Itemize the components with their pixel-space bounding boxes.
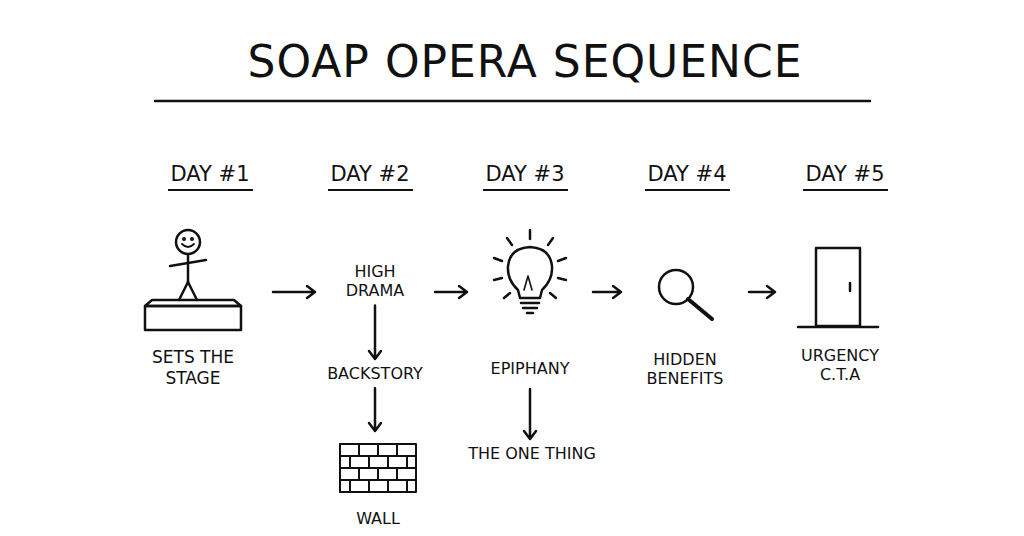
text-node: THE ONE THING (457, 444, 607, 463)
day-label: DAY #3 (483, 162, 568, 191)
text-node: HIDDEN BENEFITS (626, 250, 744, 392)
stage-platform (145, 300, 241, 330)
node-text: WALL (356, 509, 400, 528)
magnifier (659, 270, 712, 319)
arrow-connector (524, 389, 536, 439)
title: SOAP OPERA SEQUENCE (247, 36, 802, 87)
arrow-connector (369, 305, 381, 359)
node-text: URGENCY C.T.A (790, 346, 890, 384)
arrow-line (435, 286, 467, 298)
arrow-connector (749, 286, 775, 298)
text-node: BACKSTORY (315, 364, 435, 383)
arrow-line (369, 388, 381, 431)
text-node: SETS THE STAGE (118, 222, 268, 392)
lightbulb (494, 230, 566, 313)
day-label: DAY #2 (328, 162, 413, 191)
arrow-line (273, 286, 315, 298)
arrow-line (593, 286, 621, 298)
arrow-connector (369, 388, 381, 431)
day-label: DAY #4 (645, 162, 730, 191)
text-node: URGENCY C.T.A (780, 236, 900, 388)
arrow-connector (273, 286, 315, 298)
node-text: HIDDEN BENEFITS (635, 350, 735, 388)
brick-wall (340, 444, 416, 492)
arrow-line (524, 389, 536, 439)
node-text: BACKSTORY (327, 364, 423, 383)
text-node: EPIPHANY (472, 226, 588, 384)
arrow-connector (435, 286, 467, 298)
title-underline (155, 100, 870, 103)
node-text: EPIPHANY (491, 359, 570, 378)
node-text: SETS THE STAGE (143, 347, 243, 388)
arrow-connector (593, 286, 621, 298)
day-label: DAY #1 (168, 162, 253, 191)
door (798, 248, 878, 327)
text-node: HIGH DRAMA (320, 262, 430, 300)
text-node: WALL (328, 436, 428, 528)
arrow-line (369, 305, 381, 359)
node-text: THE ONE THING (468, 444, 596, 463)
stick-figure (170, 230, 206, 300)
node-text: HIGH DRAMA (335, 262, 415, 300)
arrow-line (749, 286, 775, 298)
day-label: DAY #5 (803, 162, 888, 191)
